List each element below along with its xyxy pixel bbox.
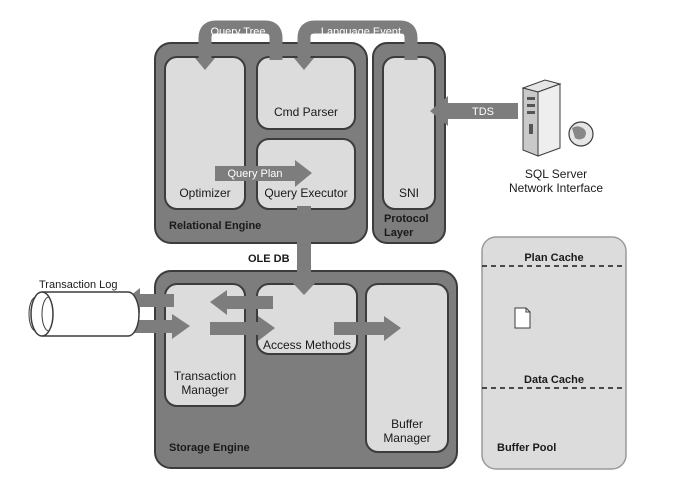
transaction-manager-box <box>164 283 246 407</box>
plan-cache-label: Plan Cache <box>524 252 583 264</box>
language-event-arrow: Language Event <box>294 20 418 70</box>
transaction-log-label: Transaction Log <box>39 279 117 291</box>
buffer-manager-label-1: Buffer <box>391 417 423 431</box>
network-interface-label-1: SQL Server <box>525 167 587 181</box>
protocol-layer: SNI Protocol Layer <box>372 42 446 244</box>
access-to-buffer-arrow <box>334 316 401 341</box>
ole-db-label: OLE DB <box>248 253 290 265</box>
query-tree-arrow: Query Tree <box>195 20 283 70</box>
data-cache-label: Data Cache <box>524 374 584 386</box>
tx-to-access-arrow <box>210 316 275 341</box>
page-icon <box>514 307 531 329</box>
buffer-pool: Plan Cache Data Cache Buffer Pool <box>481 236 627 470</box>
query-plan-arrow: Query Plan <box>215 160 312 187</box>
server-computer-icon <box>521 79 594 157</box>
relational-engine: Optimizer Cmd Parser Query Executor Rela… <box>154 42 368 244</box>
buffer-manager-label-2: Manager <box>383 431 430 445</box>
access-methods-label: Access Methods <box>263 338 351 352</box>
tds-arrow: TDS <box>430 96 518 126</box>
relational-engine-title: Relational Engine <box>169 220 261 232</box>
tds-label: TDS <box>472 106 494 118</box>
language-event-label: Language Event <box>321 26 401 38</box>
ole-db-arrow <box>290 206 318 295</box>
storage-engine-title: Storage Engine <box>169 442 250 454</box>
query-plan-label: Query Plan <box>227 168 282 180</box>
buffer-pool-title: Buffer Pool <box>497 442 556 454</box>
transaction-manager-label-2: Manager <box>181 383 228 397</box>
log-read-arrow <box>128 314 190 339</box>
protocol-layer-title-1: Protocol <box>384 213 429 225</box>
query-tree-label: Query Tree <box>210 26 265 38</box>
tx-to-access-arrow-back <box>210 290 273 315</box>
optimizer-label: Optimizer <box>179 186 230 200</box>
sni-label: SNI <box>399 186 419 200</box>
protocol-layer-title-2: Layer <box>384 227 414 239</box>
storage-engine: Transaction Manager Access Methods Buffe… <box>154 270 458 469</box>
network-interface-label-2: Network Interface <box>509 181 603 195</box>
transaction-log-cylinder <box>28 291 140 337</box>
transaction-manager-label-1: Transaction <box>174 369 236 383</box>
query-executor-label: Query Executor <box>264 186 347 200</box>
cmd-parser-label: Cmd Parser <box>274 105 338 119</box>
